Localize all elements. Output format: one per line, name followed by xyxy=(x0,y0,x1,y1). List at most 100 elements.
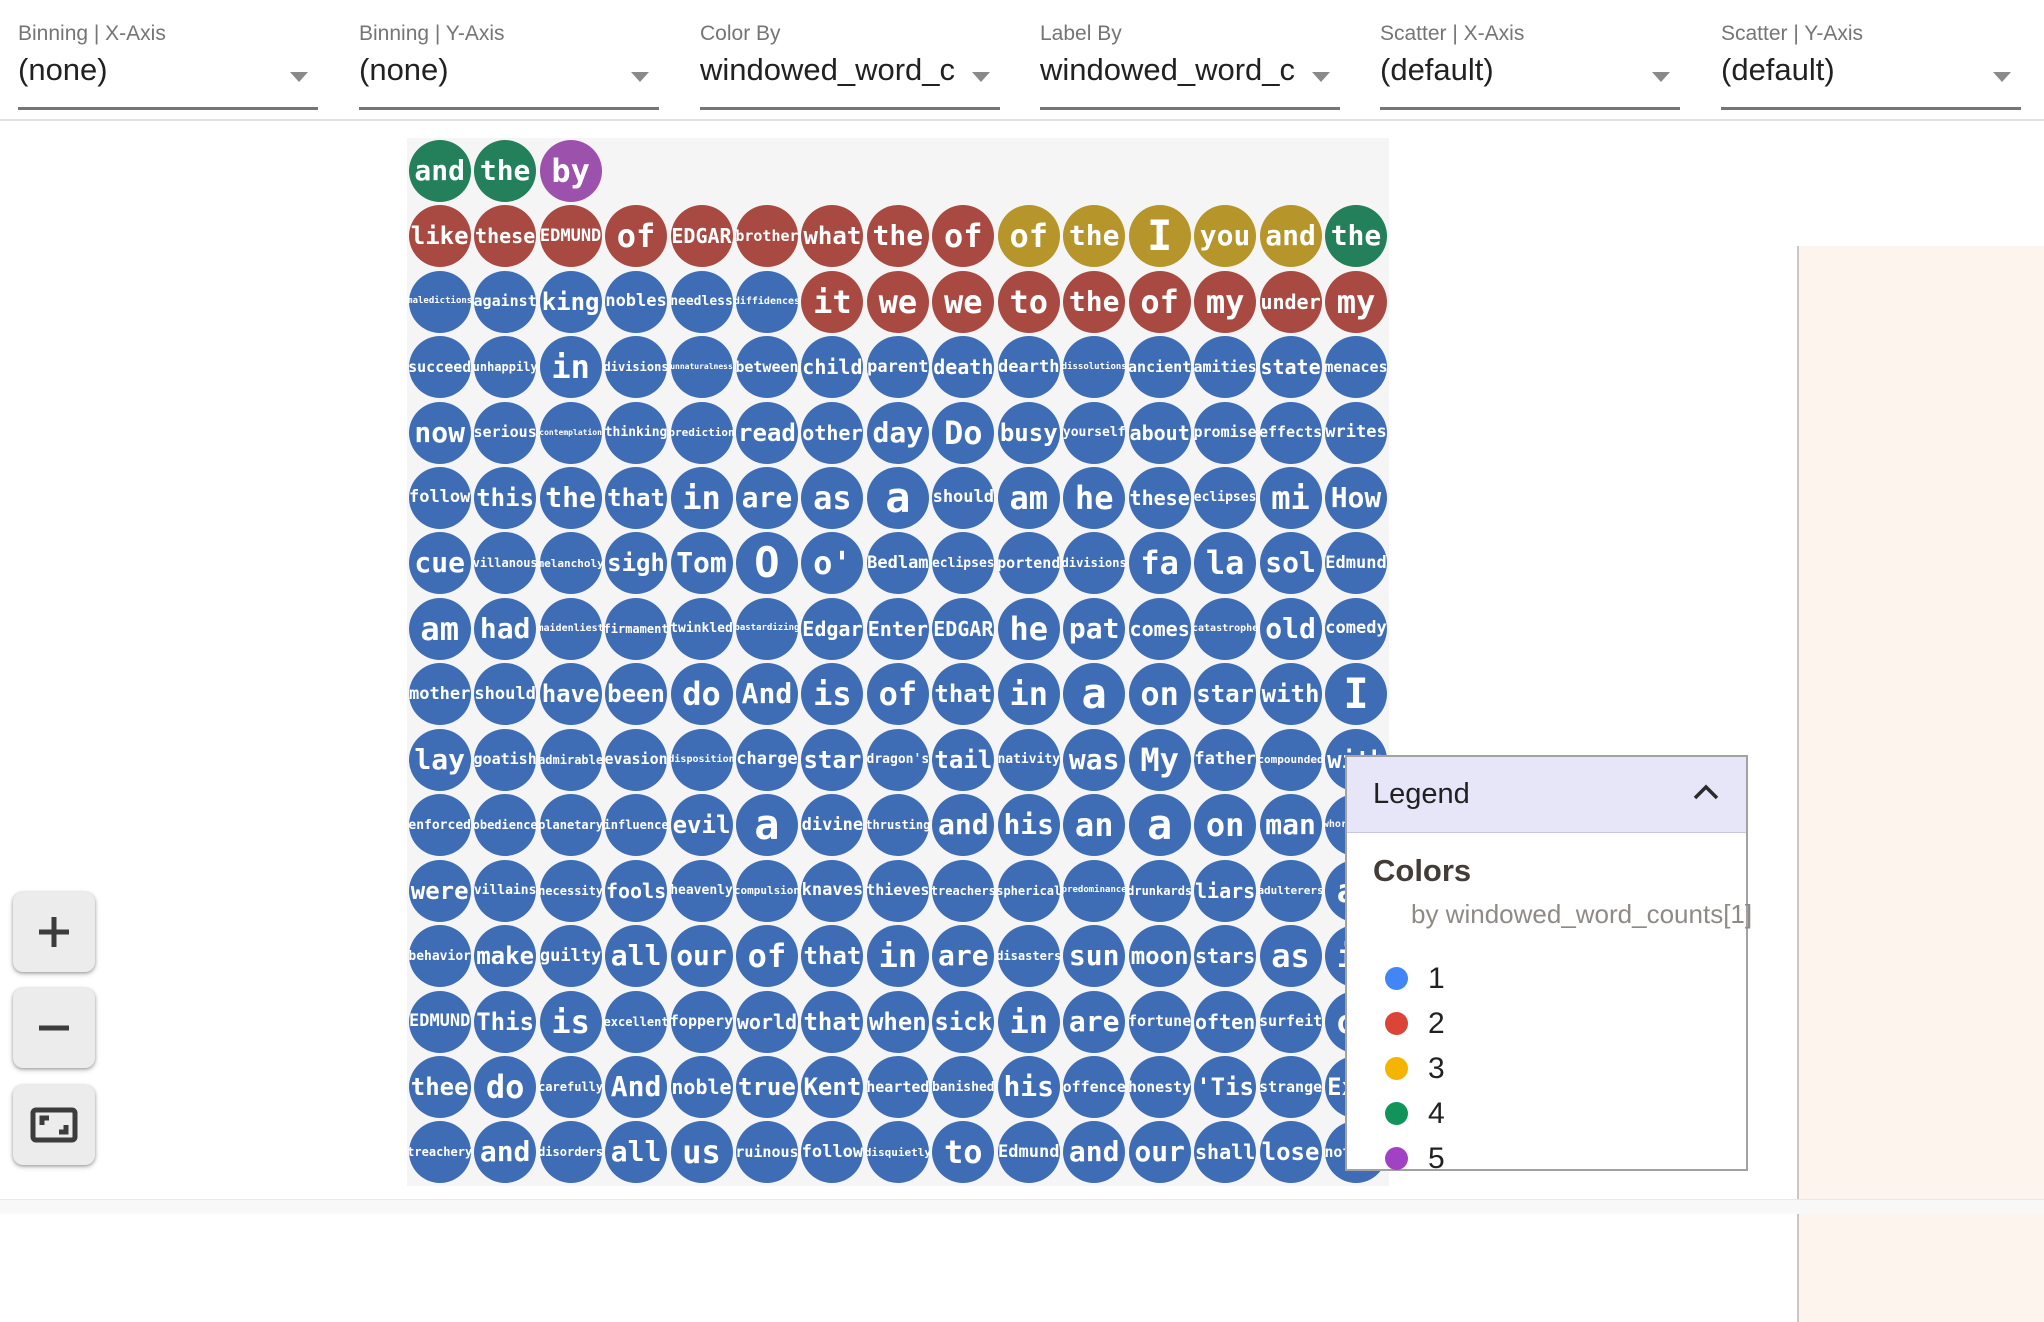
word-bubble[interactable]: disasters xyxy=(996,925,1061,988)
word-bubble[interactable]: in xyxy=(997,663,1060,726)
word-bubble[interactable]: a xyxy=(735,794,798,857)
word-bubble[interactable]: adulterers xyxy=(1257,859,1324,922)
word-bubble[interactable]: to xyxy=(932,1121,995,1184)
word-bubble[interactable]: menaces xyxy=(1324,336,1388,399)
dropdown-selected-value[interactable]: (none) xyxy=(359,52,449,87)
word-bubble[interactable]: portend xyxy=(997,532,1060,595)
zoom-out-button[interactable] xyxy=(13,988,95,1068)
word-bubble[interactable]: nativity xyxy=(997,728,1060,791)
word-bubble[interactable]: the xyxy=(866,205,929,268)
word-bubble[interactable]: and xyxy=(1063,1121,1126,1184)
word-bubble[interactable]: divine xyxy=(801,794,864,857)
word-bubble[interactable]: Edgar xyxy=(801,597,864,660)
word-bubble[interactable]: necessity xyxy=(538,859,603,922)
word-bubble[interactable]: O xyxy=(735,532,798,595)
word-bubble[interactable]: the xyxy=(474,139,537,202)
word-bubble[interactable]: divisions xyxy=(604,336,669,399)
word-bubble[interactable]: follow xyxy=(801,1121,864,1184)
word-bubble[interactable]: Enter xyxy=(866,597,929,660)
dropdown-selected-value[interactable]: (default) xyxy=(1380,52,1494,87)
word-bubble[interactable]: drunkards xyxy=(1127,859,1192,922)
word-bubble[interactable]: hearted xyxy=(866,1056,929,1118)
word-bubble[interactable]: amities xyxy=(1193,336,1257,399)
word-bubble[interactable]: planetary xyxy=(538,794,603,857)
word-bubble[interactable]: My xyxy=(1128,728,1191,791)
word-bubble[interactable]: should xyxy=(932,466,995,529)
word-bubble[interactable]: This xyxy=(474,990,537,1053)
zoom-in-button[interactable] xyxy=(13,892,95,972)
word-bubble[interactable]: firmament xyxy=(604,597,669,660)
word-bubble[interactable]: eclipses xyxy=(1194,466,1256,529)
word-bubble[interactable]: heavenly xyxy=(670,859,733,922)
word-bubble[interactable]: effects xyxy=(1259,401,1322,464)
word-bubble[interactable]: child xyxy=(801,336,864,399)
word-bubble[interactable]: liars xyxy=(1194,859,1257,922)
word-bubble[interactable]: ancient xyxy=(1128,336,1191,399)
word-bubble[interactable]: melancholy xyxy=(537,532,604,595)
word-bubble[interactable]: comedy xyxy=(1325,597,1387,660)
word-bubble[interactable]: contemplation xyxy=(539,401,602,464)
word-bubble[interactable]: tail xyxy=(932,728,995,791)
word-bubble[interactable]: catastrophe xyxy=(1192,597,1258,660)
word-bubble[interactable]: these xyxy=(474,205,537,268)
word-bubble[interactable]: And xyxy=(605,1056,668,1118)
word-bubble[interactable]: brother xyxy=(735,205,799,268)
word-bubble[interactable]: that xyxy=(801,990,864,1053)
word-bubble[interactable]: la xyxy=(1194,532,1257,595)
word-bubble[interactable]: guilty xyxy=(539,925,602,988)
word-bubble[interactable]: sigh xyxy=(605,532,668,595)
word-bubble[interactable]: was xyxy=(1063,728,1126,791)
word-bubble[interactable]: evasion xyxy=(604,728,668,791)
word-bubble[interactable]: admirable xyxy=(538,728,603,791)
word-bubble[interactable]: dragon's xyxy=(867,728,929,791)
word-bubble[interactable]: sick xyxy=(932,990,995,1053)
dropdown-selected-value[interactable]: (default) xyxy=(1721,52,1835,87)
word-bubble[interactable]: 'Tis xyxy=(1194,1056,1257,1118)
word-bubble[interactable]: Tom xyxy=(670,532,733,595)
word-bubble[interactable]: foppery xyxy=(670,990,733,1053)
word-bubble[interactable]: enforced xyxy=(408,794,471,857)
word-bubble[interactable]: on xyxy=(1194,794,1257,857)
word-bubble[interactable]: in xyxy=(866,925,929,988)
word-bubble[interactable]: spherical xyxy=(996,859,1061,922)
word-bubble[interactable]: about xyxy=(1128,401,1191,464)
word-bubble[interactable]: knaves xyxy=(801,859,864,922)
word-bubble[interactable]: disorders xyxy=(538,1121,603,1184)
word-bubble[interactable]: predominance xyxy=(1062,859,1127,922)
word-bubble[interactable]: the xyxy=(539,466,602,529)
word-bubble[interactable]: yourself xyxy=(1063,401,1126,464)
word-bubble[interactable]: fools xyxy=(605,859,668,922)
word-bubble[interactable]: sol xyxy=(1259,532,1322,595)
word-bubble[interactable]: obedience xyxy=(473,794,538,857)
word-bubble[interactable]: we xyxy=(866,270,929,333)
word-bubble[interactable]: his xyxy=(997,794,1060,857)
word-bubble[interactable]: our xyxy=(670,925,733,988)
word-bubble[interactable]: the xyxy=(1325,205,1387,268)
dropdown-scatter-y-axis[interactable]: Scatter | Y-Axis(default) xyxy=(1721,0,2021,121)
word-bubble[interactable]: thee xyxy=(408,1056,471,1118)
word-bubble[interactable]: EDGAR xyxy=(932,597,995,660)
word-bubble[interactable]: father xyxy=(1194,728,1257,791)
word-bubble[interactable]: And xyxy=(735,663,798,726)
word-bubble[interactable]: unhappily xyxy=(473,336,538,399)
fit-to-screen-button[interactable] xyxy=(13,1085,95,1165)
word-bubble[interactable]: is xyxy=(539,990,602,1053)
word-bubble[interactable]: stars xyxy=(1194,925,1257,988)
word-bubble[interactable]: when xyxy=(866,990,929,1053)
word-bubble[interactable]: are xyxy=(735,466,798,529)
word-bubble[interactable]: EDMUND xyxy=(539,205,602,268)
word-bubble[interactable]: EDMUND xyxy=(408,990,471,1053)
word-bubble[interactable]: writes xyxy=(1325,401,1387,464)
word-bubble[interactable]: our xyxy=(1128,1121,1191,1184)
word-bubble[interactable]: nobles xyxy=(605,270,668,333)
word-bubble[interactable]: bastardizing xyxy=(734,597,799,660)
word-bubble[interactable]: star xyxy=(801,728,864,791)
word-bubble[interactable]: divisions xyxy=(1062,532,1127,595)
word-bubble[interactable]: old xyxy=(1259,597,1322,660)
dropdown-selected-value[interactable]: windowed_word_counts[1] xyxy=(1040,52,1296,87)
word-bubble[interactable]: am xyxy=(997,466,1060,529)
word-bubble[interactable]: surfeit xyxy=(1259,990,1322,1053)
word-bubble[interactable]: read xyxy=(735,401,798,464)
word-bubble[interactable]: been xyxy=(605,663,668,726)
